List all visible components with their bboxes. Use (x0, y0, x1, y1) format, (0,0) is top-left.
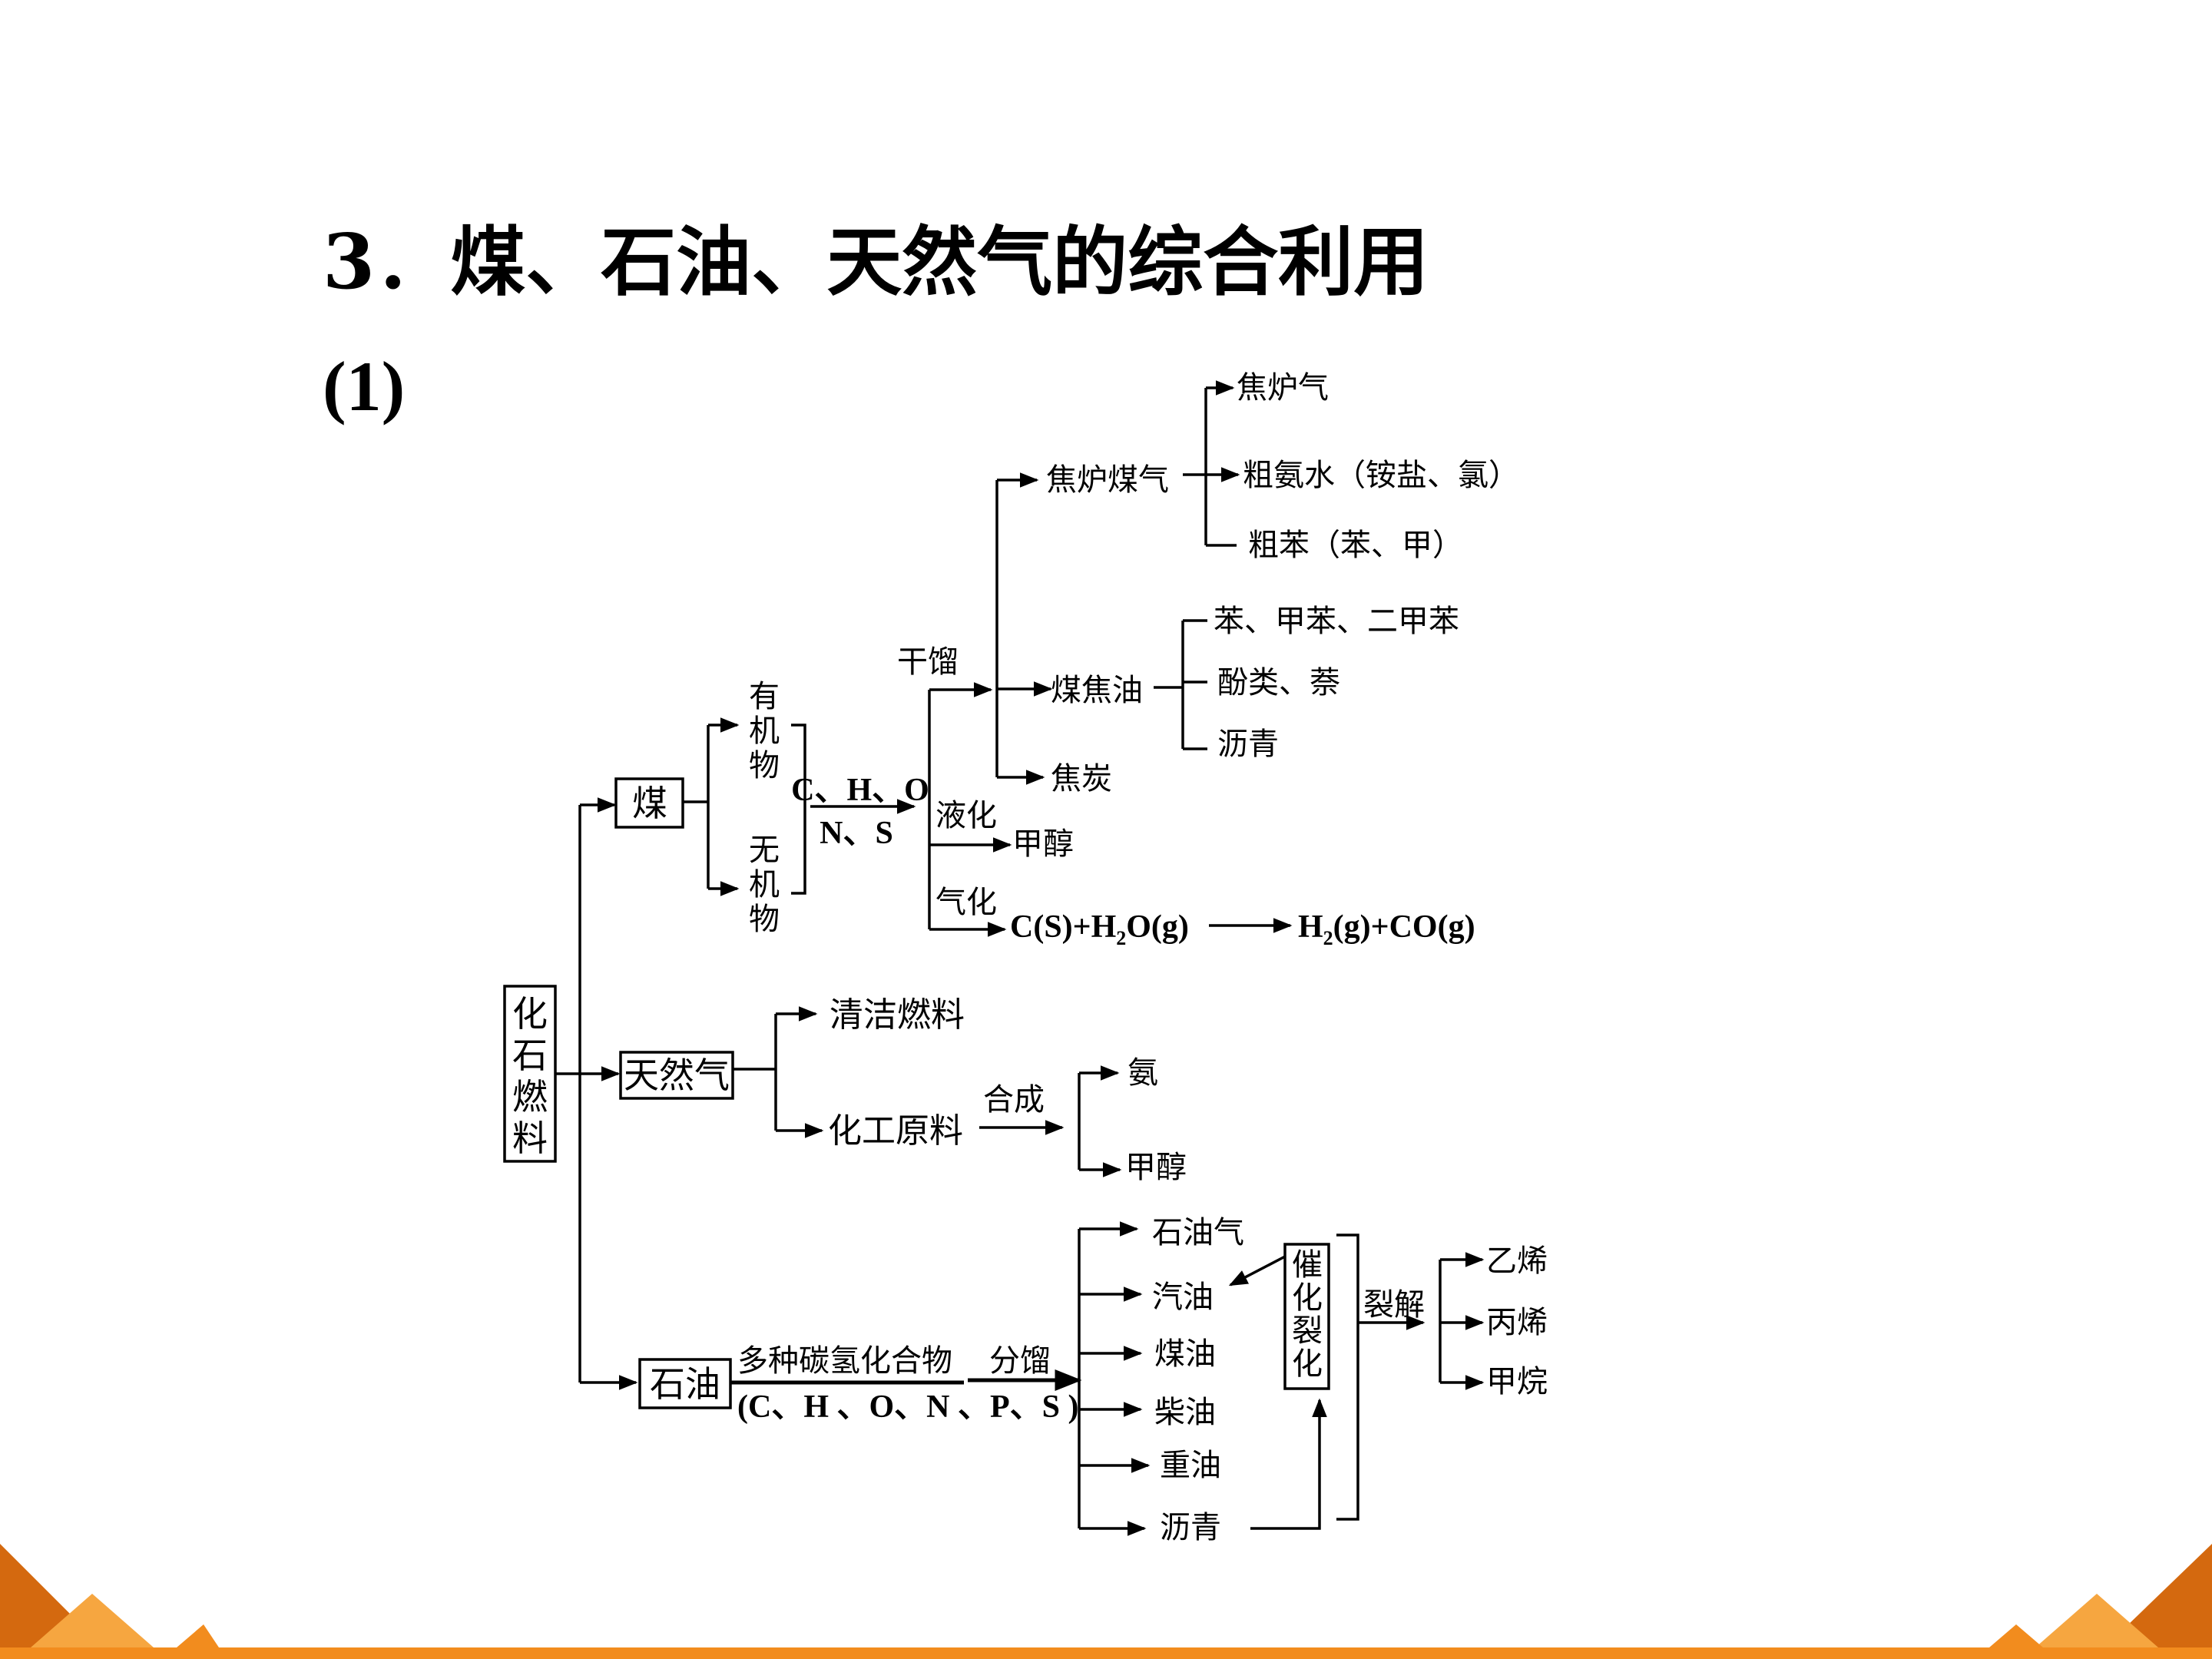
coal-elements-bottom: N、S (820, 816, 893, 851)
right-triangle-dark (2104, 1544, 2212, 1647)
coal-label: 煤 (632, 783, 667, 824)
coke-oven-gas-label: 焦炉煤气 (1046, 462, 1169, 498)
right-triangle-light (2035, 1594, 2158, 1647)
root-label: 化 石 燃 料 (512, 993, 548, 1159)
organic-label: 有 机 物 (749, 679, 780, 783)
synthesis-label: 合成 (983, 1082, 1045, 1118)
vertical-char: 机 (749, 714, 780, 749)
coke-oven-gas-item: 焦炉气 (1237, 370, 1329, 406)
natural-gas-box (619, 1051, 734, 1100)
cracking-label: 裂解 (1363, 1287, 1425, 1323)
vertical-char: 物 (749, 902, 780, 937)
gasification-label: 气化 (935, 885, 997, 920)
clean-fuel-label: 清洁燃料 (830, 995, 965, 1035)
slide-title: 3．煤、石油、天然气的综合利用 (323, 218, 1429, 306)
vertical-char: 催 (1292, 1247, 1323, 1283)
vertical-char: 化 (1292, 1280, 1323, 1316)
fraction-item: 石油气 (1152, 1215, 1244, 1250)
gasification-reaction-right: H2(g)+CO(g) (1298, 909, 1475, 949)
coke-oven-gas-item: 粗苯（苯、甲） (1248, 528, 1463, 563)
fraction-item: 沥青 (1160, 1510, 1221, 1545)
vertical-char: 燃 (512, 1076, 548, 1118)
fractionation-label: 分馏 (989, 1343, 1051, 1379)
coal-elements-top: C、H、O (791, 773, 929, 808)
coal-tar-label: 煤焦油 (1051, 673, 1143, 708)
fraction-item: 重油 (1160, 1448, 1221, 1483)
vertical-char: 机 (749, 867, 780, 902)
liquefaction-methanol: 甲醇 (1012, 826, 1074, 862)
fraction-item: 煤油 (1154, 1336, 1216, 1372)
natural-gas-label: 天然气 (624, 1055, 730, 1096)
cracking-product: 甲烷 (1486, 1364, 1548, 1399)
vertical-char: 石 (512, 1035, 548, 1076)
vertical-char: 裂 (1292, 1313, 1323, 1349)
inorganic-label: 无 机 物 (749, 833, 780, 937)
slide-subtitle: (1) (323, 347, 406, 426)
vertical-char: 无 (749, 833, 780, 868)
vertical-char: 料 (512, 1118, 548, 1159)
vertical-char: 化 (1292, 1346, 1323, 1382)
fraction-item: 柴油 (1154, 1395, 1216, 1430)
coal-tar-item: 酚类、萘 (1217, 665, 1340, 700)
cracking-product: 丙烯 (1486, 1305, 1548, 1340)
vertical-char: 物 (749, 748, 780, 783)
catalytic-cracking-box (1283, 1243, 1330, 1390)
petroleum-composition-bottom: (C、H 、O、N 、P、S ) (737, 1389, 1079, 1425)
bottom-decoration (0, 1544, 2212, 1659)
liquefaction-label: 液化 (935, 798, 997, 833)
catalytic-cracking-label: 催 化 裂 化 (1292, 1247, 1323, 1382)
vertical-char: 化 (512, 993, 548, 1035)
bottom-bar (0, 1647, 2212, 1659)
coke-label: 焦炭 (1051, 761, 1112, 796)
dry-distillation-label: 干馏 (897, 644, 959, 680)
left-triangle-light (31, 1594, 154, 1647)
ng-methanol-label: 甲醇 (1125, 1150, 1187, 1185)
petroleum-label: 石油 (650, 1363, 720, 1405)
right-triangle-small (1989, 1624, 2043, 1647)
cracking-product: 乙烯 (1486, 1243, 1548, 1279)
gasification-reaction-left: C(S)+H2O(g) (1010, 909, 1189, 949)
coke-oven-gas-item: 粗氨水（铵盐、氯） (1243, 458, 1519, 493)
ammonia-label: 氨 (1128, 1055, 1158, 1091)
coal-tar-item: 沥青 (1217, 727, 1279, 762)
coal-tar-item: 苯、甲苯、二甲苯 (1214, 604, 1459, 639)
petroleum-composition-top: 多种碳氢化合物 (737, 1343, 952, 1379)
fraction-item: 汽油 (1152, 1280, 1214, 1315)
left-triangle-small (177, 1624, 219, 1647)
chem-material-label: 化工原料 (828, 1111, 963, 1151)
vertical-char: 有 (749, 679, 780, 714)
